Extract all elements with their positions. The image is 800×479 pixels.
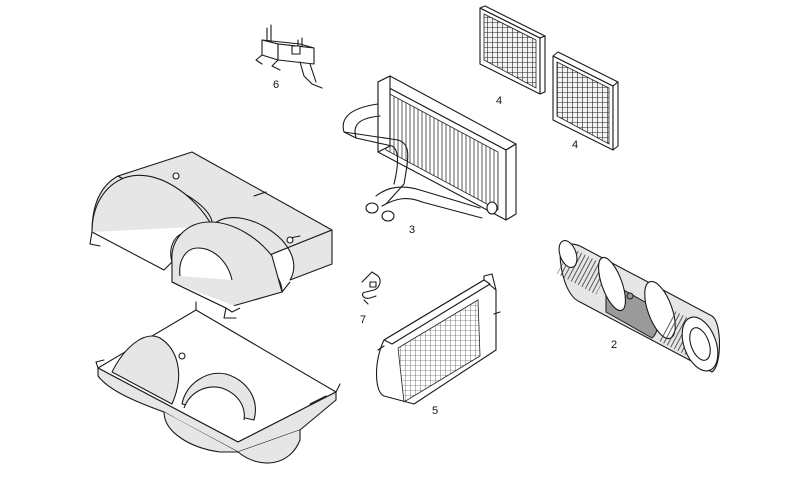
callout-3-label: 3 [409, 224, 415, 236]
upper-housing-part [89, 151, 333, 319]
callout-4b-label: 4 [572, 139, 578, 151]
lower-housing-part [95, 301, 341, 464]
callout-2-label: 2 [611, 339, 617, 351]
callout-4a-label: 4 [496, 95, 502, 107]
clip-part [361, 271, 381, 305]
grille-panel-part [376, 273, 501, 405]
cabin-filter-part-b [552, 51, 619, 151]
cabin-filter-part-a [479, 5, 546, 95]
heater-core-part [342, 75, 517, 222]
callout-7-label: 7 [360, 314, 366, 326]
callout-5-label: 5 [432, 405, 438, 417]
blower-motor-part [557, 240, 720, 373]
bracket-part [255, 24, 323, 89]
callout-6-label: 6 [273, 79, 279, 91]
